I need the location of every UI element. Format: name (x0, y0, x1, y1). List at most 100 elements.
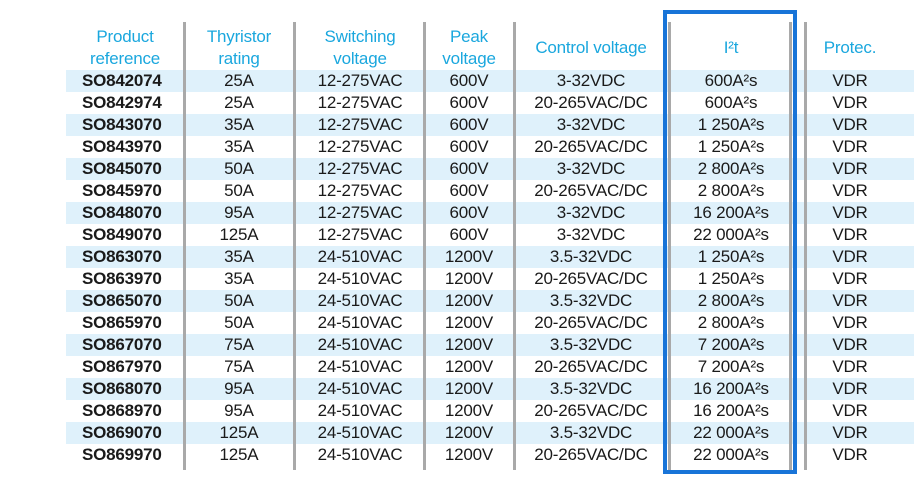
cell-thyristor-rating: 50A (224, 313, 254, 332)
cell-control-voltage: 3-32VDC (556, 159, 626, 178)
cell-control-voltage: 3.5-32VDC (549, 291, 633, 310)
cell-switching-voltage: 24-510VAC (317, 247, 403, 266)
cell-product-reference: SO863070 (82, 247, 162, 266)
cell-thyristor-rating: 125A (219, 225, 259, 244)
cell-peak-voltage: 600V (449, 203, 489, 222)
cell-thyristor-rating: 95A (224, 401, 254, 420)
cell-control-voltage: 3.5-32VDC (549, 379, 633, 398)
column-separator (804, 22, 807, 470)
cell-thyristor-rating: 125A (219, 445, 259, 464)
cell-thyristor-rating: 35A (224, 115, 254, 134)
cell-product-reference: SO869970 (82, 445, 162, 464)
column-separator (789, 22, 792, 470)
row-band (66, 114, 914, 136)
cell-control-voltage: 20-265VAC/DC (534, 269, 648, 288)
cell-switching-voltage: 24-510VAC (317, 379, 403, 398)
cell-peak-voltage: 1200V (444, 423, 494, 442)
cell-thyristor-rating: 25A (224, 93, 254, 112)
cell-i2t: 2 800A²s (697, 181, 765, 200)
cell-product-reference: SO865970 (82, 313, 162, 332)
cell-peak-voltage: 1200V (444, 313, 494, 332)
cell-peak-voltage: 1200V (444, 247, 494, 266)
cell-switching-voltage: 24-510VAC (317, 401, 403, 420)
row-band (66, 70, 914, 92)
cell-product-reference: SO865070 (82, 291, 162, 310)
cell-switching-voltage: 24-510VAC (317, 423, 403, 442)
cell-control-voltage: 20-265VAC/DC (534, 313, 648, 332)
cell-peak-voltage: 1200V (444, 357, 494, 376)
cell-product-reference: SO843070 (82, 115, 162, 134)
cell-product-reference: SO845070 (82, 159, 162, 178)
cell-switching-voltage: 24-510VAC (317, 357, 403, 376)
cell-i2t: 1 250A²s (697, 137, 765, 156)
column-separator (513, 22, 516, 470)
cell-product-reference: SO867070 (82, 335, 162, 354)
cell-protection: VDR (832, 313, 868, 332)
cell-thyristor-rating: 50A (224, 159, 254, 178)
cell-product-reference: SO842974 (82, 93, 162, 112)
cell-switching-voltage: 24-510VAC (317, 313, 403, 332)
cell-thyristor-rating: 95A (224, 203, 254, 222)
cell-product-reference: SO843970 (82, 137, 162, 156)
cell-peak-voltage: 1200V (444, 445, 494, 464)
cell-thyristor-rating: 125A (219, 423, 259, 442)
header-peak-voltage: Peak voltage (442, 27, 496, 68)
cell-thyristor-rating: 75A (224, 335, 254, 354)
cell-peak-voltage: 600V (449, 159, 489, 178)
cell-thyristor-rating: 95A (224, 379, 254, 398)
cell-peak-voltage: 1200V (444, 291, 494, 310)
cell-control-voltage: 20-265VAC/DC (534, 93, 648, 112)
cell-protection: VDR (832, 93, 868, 112)
cell-peak-voltage: 1200V (444, 379, 494, 398)
cell-switching-voltage: 24-510VAC (317, 291, 403, 310)
cell-control-voltage: 20-265VAC/DC (534, 357, 648, 376)
header-thyristor-rating: Thyristor rating (206, 27, 272, 68)
cell-peak-voltage: 600V (449, 93, 489, 112)
cell-switching-voltage: 12-275VAC (317, 203, 403, 222)
cell-peak-voltage: 600V (449, 137, 489, 156)
cell-control-voltage: 20-265VAC/DC (534, 445, 648, 464)
cell-protection: VDR (832, 269, 868, 288)
row-band (66, 290, 914, 312)
row-band (66, 246, 914, 268)
cell-protection: VDR (832, 137, 868, 156)
cell-protection: VDR (832, 225, 868, 244)
header-i2t: I²t (723, 38, 739, 57)
cell-i2t: 16 200A²s (693, 203, 769, 222)
cell-i2t: 600A²s (704, 71, 758, 90)
cell-i2t: 1 250A²s (697, 247, 765, 266)
cell-control-voltage: 20-265VAC/DC (534, 137, 648, 156)
cell-i2t: 16 200A²s (693, 401, 769, 420)
row-band (66, 202, 914, 224)
cell-i2t: 1 250A²s (697, 115, 765, 134)
cell-product-reference: SO867970 (82, 357, 162, 376)
cell-protection: VDR (832, 115, 868, 134)
cell-protection: VDR (832, 291, 868, 310)
cell-thyristor-rating: 50A (224, 181, 254, 200)
cell-protection: VDR (832, 445, 868, 464)
cell-switching-voltage: 12-275VAC (317, 225, 403, 244)
cell-switching-voltage: 12-275VAC (317, 71, 403, 90)
cell-thyristor-rating: 35A (224, 137, 254, 156)
cell-product-reference: SO869070 (82, 423, 162, 442)
cell-i2t: 2 800A²s (697, 159, 765, 178)
header-switching-voltage: Switching voltage (324, 27, 396, 68)
column-separator (668, 22, 671, 470)
cell-control-voltage: 3.5-32VDC (549, 247, 633, 266)
cell-product-reference: SO842074 (82, 71, 162, 90)
cell-thyristor-rating: 35A (224, 269, 254, 288)
cell-peak-voltage: 600V (449, 71, 489, 90)
cell-i2t: 1 250A²s (697, 269, 765, 288)
cell-protection: VDR (832, 401, 868, 420)
cell-thyristor-rating: 25A (224, 71, 254, 90)
